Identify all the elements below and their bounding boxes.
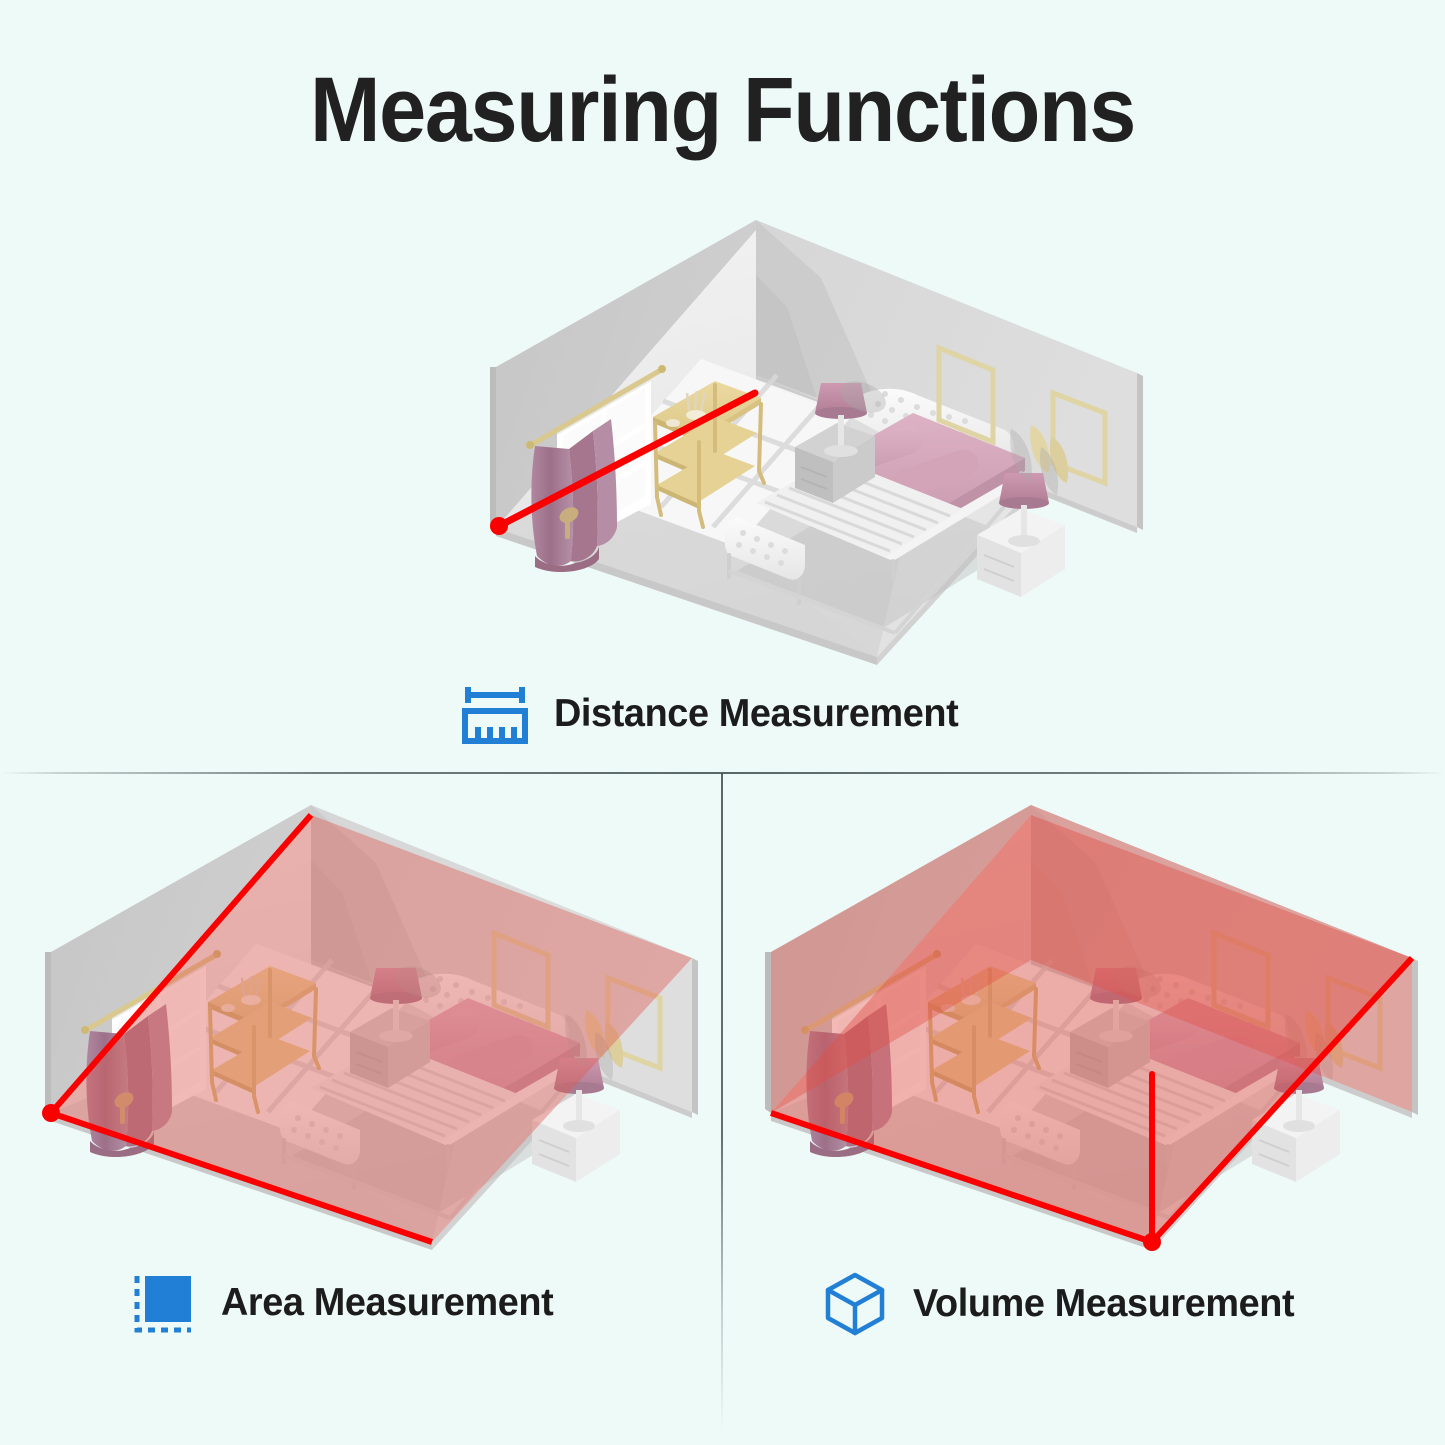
dashed-square-icon [134, 1276, 191, 1333]
distance-scene [290, 215, 1160, 675]
distance-caption-label: Distance Measurement [554, 692, 959, 735]
area-floor-overlay [51, 815, 692, 1242]
ruler-icon [462, 687, 528, 744]
distance-laser-line [495, 389, 759, 530]
measure-point-marker [1143, 1233, 1161, 1251]
vertical-divider [721, 773, 723, 1433]
area-caption-row: Area Measurement [133, 1272, 564, 1334]
cube-icon [825, 1272, 885, 1336]
area-caption-label: Area Measurement [221, 1281, 554, 1324]
measure-point-marker [490, 517, 508, 535]
volume-room-overlay [771, 805, 1412, 1242]
volume-caption-label: Volume Measurement [913, 1282, 1295, 1325]
measure-point-marker [42, 1104, 60, 1122]
distance-caption-row: Distance Measurement [462, 683, 971, 745]
volume-scene [740, 800, 1440, 1260]
area-measurement-illustration [20, 800, 720, 1260]
area-scene [42, 800, 720, 1260]
page-title: Measuring Functions [310, 59, 1136, 161]
distance-measurement-illustration [290, 215, 1160, 675]
volume-caption-row: Volume Measurement [823, 1272, 1306, 1336]
volume-measurement-illustration [740, 800, 1440, 1260]
